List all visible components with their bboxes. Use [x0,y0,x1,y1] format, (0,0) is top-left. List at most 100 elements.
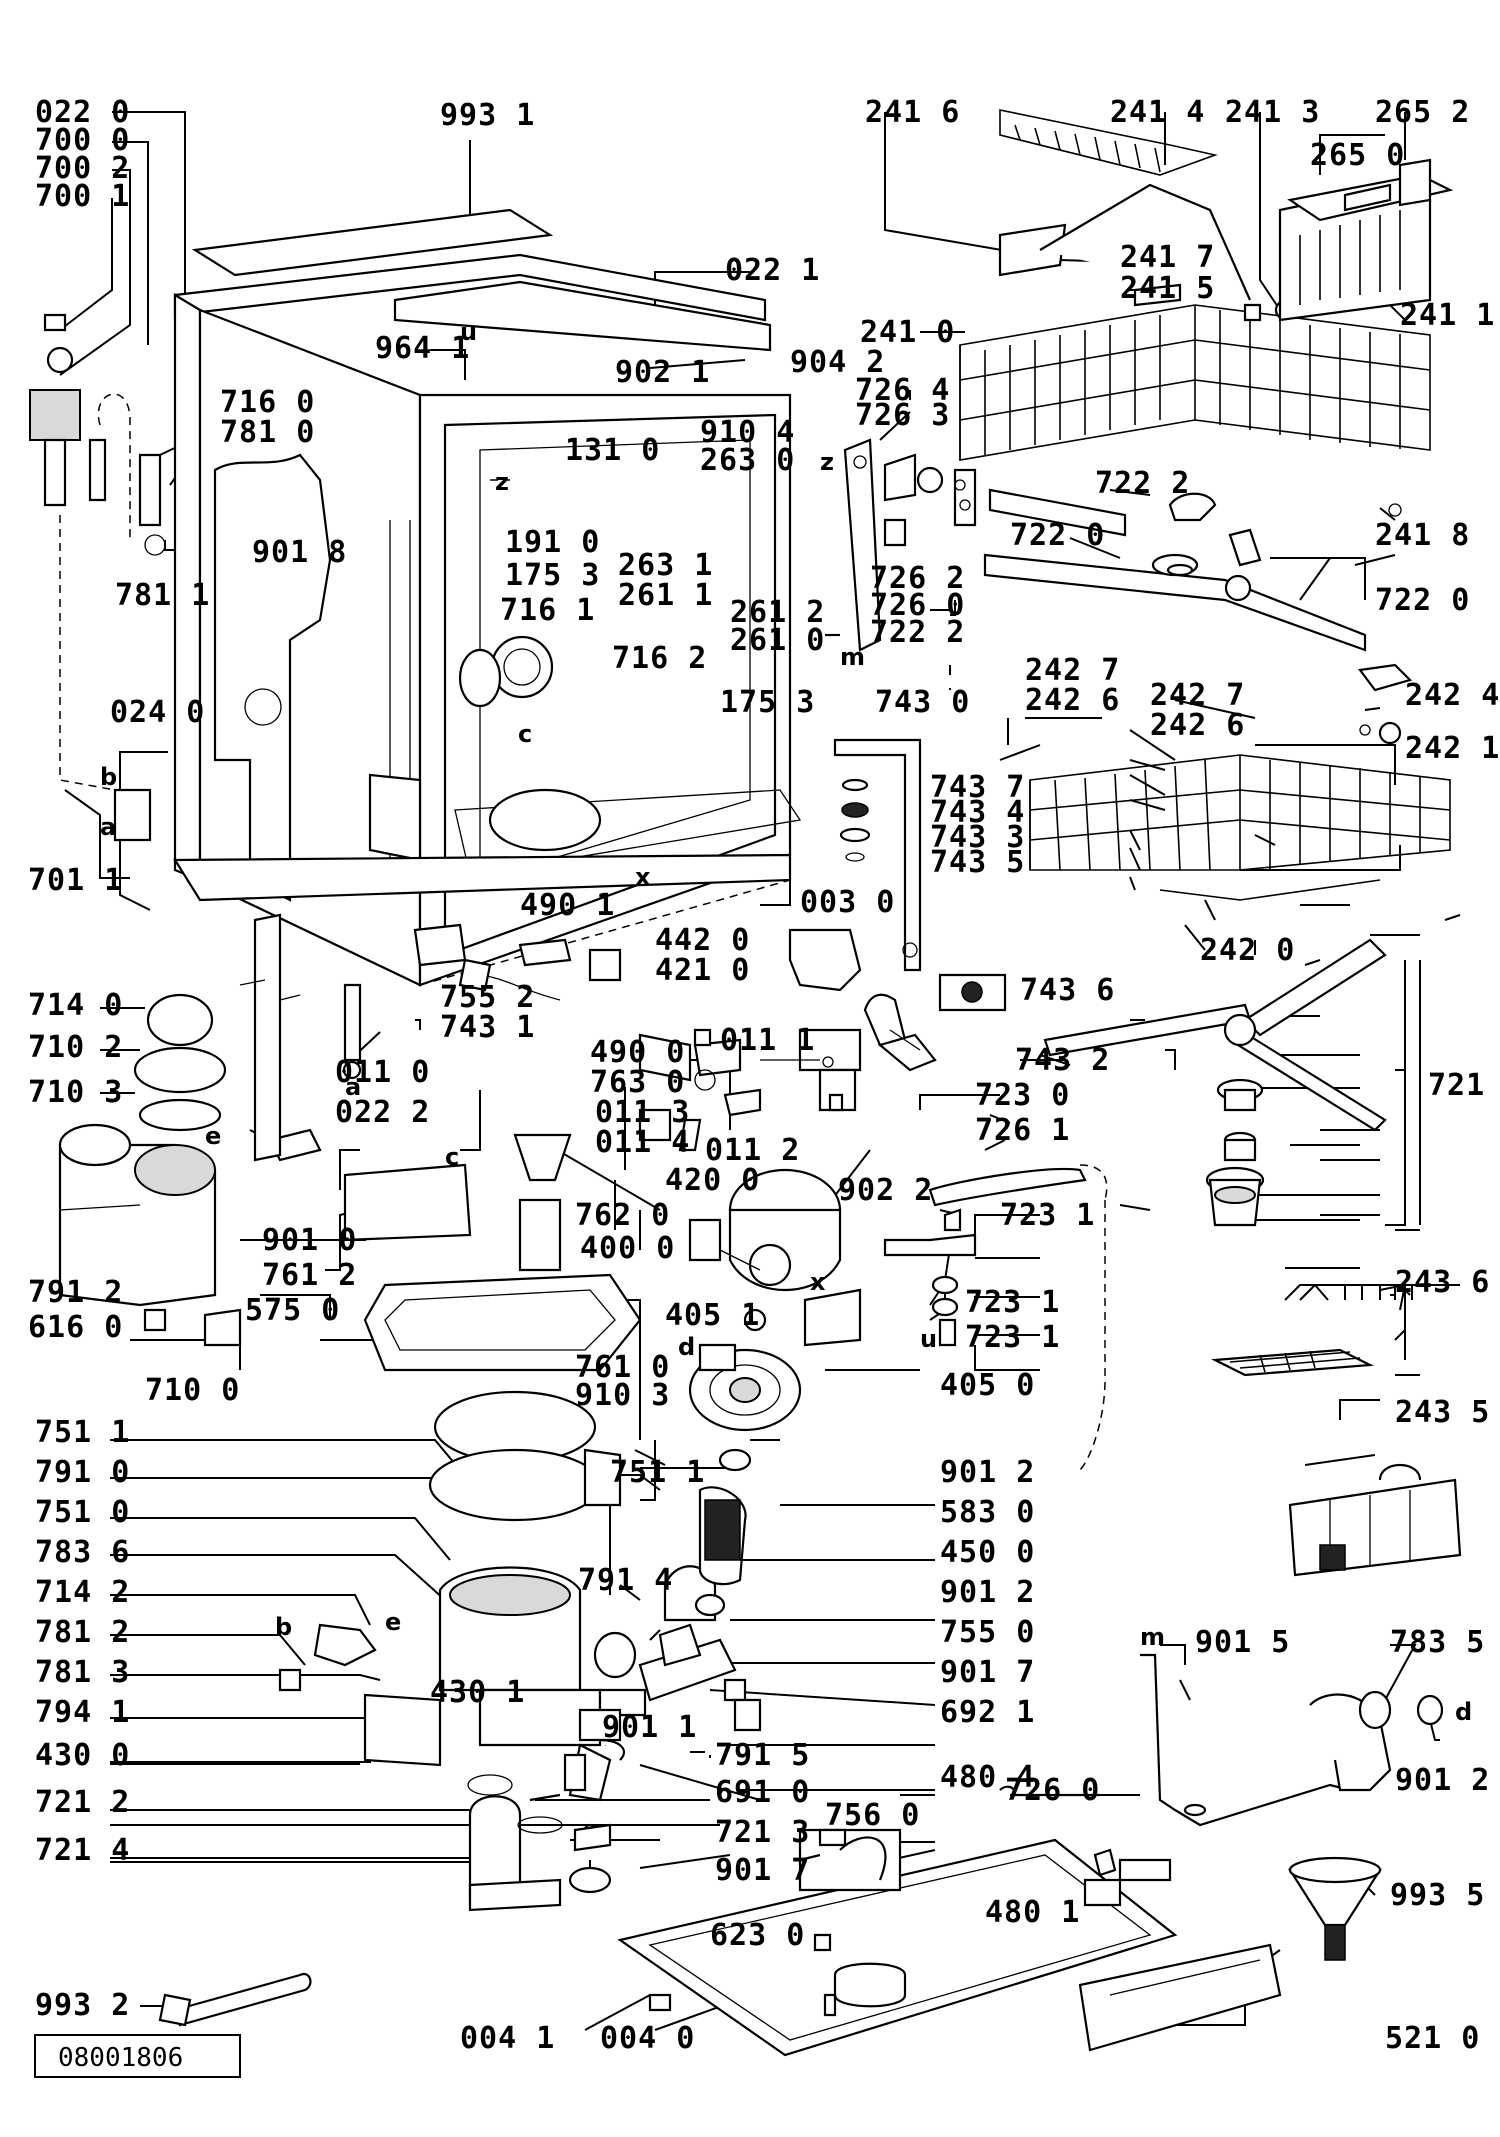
label-783-5: 783 5 [1390,1625,1485,1660]
label-430-1: 430 1 [430,1675,525,1710]
label-243-6: 243 6 [1395,1265,1490,1300]
front-panel-strip [799,1853,1282,2052]
ref-letter-x-tub: x [635,863,651,891]
lower-spray-arm [1043,938,1387,1227]
ref-letter-m-hinge: m [840,643,865,671]
document-ref-number: 08001806 [58,2043,183,2073]
label-726-1: 726 1 [975,1113,1070,1148]
label-241-4: 241 4 [1110,95,1205,130]
ref-letter-x-motor: x [810,1268,826,1296]
ref-letter-e-bottom: e [385,1608,401,1636]
label-901-1: 901 1 [602,1710,697,1745]
label-722-0-left: 722 0 [1010,518,1105,553]
label-726-4: 726 4 [855,373,950,408]
label-011-3: 011 3 [595,1095,690,1130]
label-241-5: 241 5 [1120,271,1215,306]
label-263-1: 263 1 [618,548,713,583]
label-241-6: 241 6 [865,95,960,130]
label-175-3-upper: 175 3 [505,558,600,593]
label-623-0: 623 0 [710,1918,805,1953]
label-241-3: 241 3 [1225,95,1320,130]
label-743-1: 743 1 [440,1010,535,1045]
label-430-0: 430 0 [35,1738,130,1773]
label-242-0: 242 0 [1200,933,1295,968]
label-691-0: 691 0 [715,1775,810,1810]
label-791-4: 791 4 [578,1563,673,1598]
label-263-0: 263 0 [700,443,795,478]
label-710-3: 710 3 [28,1075,123,1110]
ref-letter-e-salt: e [205,1122,221,1150]
ref-letter-d-hose: d [1455,1698,1472,1726]
salt-container-assembly [58,993,322,1347]
label-701-1: 701 1 [28,863,123,898]
label-710-2: 710 2 [28,1030,123,1065]
cutlery-holders [1210,1348,1462,1577]
label-003-0: 003 0 [800,885,895,920]
label-964-1: 964 1 [375,331,470,366]
label-722-2-upper: 722 2 [1095,466,1190,501]
label-405-0: 405 0 [940,1368,1035,1403]
label-011-0: 011 0 [335,1055,430,1090]
label-022-0: 022 0 [35,95,130,130]
label-902-2: 902 2 [838,1173,933,1208]
label-716-2: 716 2 [612,641,707,676]
label-265-2: 265 2 [1375,95,1470,130]
label-242-6-right: 242 6 [1150,708,1245,743]
door-arm-assembly [825,438,1402,652]
label-722-0-right: 722 0 [1375,583,1470,618]
label-692-1: 692 1 [940,1695,1035,1730]
label-993-2: 993 2 [35,1988,130,2023]
ref-letter-c-tub: c [518,720,532,748]
label-405-1: 405 1 [665,1298,760,1333]
ref-letter-b-top: b [100,763,117,791]
ref-letter-m-hose: m [1140,1623,1165,1651]
label-243-5: 243 5 [1395,1395,1490,1430]
cabinet-tub [173,253,802,987]
misc-side-panel [239,913,467,1162]
label-241-1: 241 1 [1400,298,1495,333]
label-616-0: 616 0 [28,1310,123,1345]
label-743-7: 743 7 [930,770,1025,805]
label-901-2-middle: 901 2 [940,1575,1035,1610]
label-721-2: 721 2 [35,1785,130,1820]
label-721-4: 721 4 [35,1833,130,1868]
label-901-2-upper: 901 2 [940,1455,1035,1490]
label-442-0: 442 0 [655,923,750,958]
label-241-0: 241 0 [860,315,955,350]
ref-letter-b-bottom: b [275,1613,292,1641]
label-726-3: 726 3 [855,398,950,433]
label-420-0: 420 0 [665,1163,760,1198]
label-751-0: 751 0 [35,1495,130,1530]
label-743-2: 743 2 [1015,1043,1110,1078]
label-521-0: 521 0 [1385,2021,1480,2056]
label-901-8: 901 8 [252,535,347,570]
label-723-1-middle: 723 1 [965,1285,1060,1320]
label-723-1-bottom: 723 1 [965,1320,1060,1355]
label-700-2: 700 2 [35,151,130,186]
label-751-1-right: 751 1 [610,1455,705,1490]
label-242-7-left: 242 7 [1025,653,1120,688]
label-004-1: 004 1 [460,2021,555,2056]
top-seal-strip [191,208,554,277]
label-722-2-lower: 722 2 [870,615,965,650]
label-700-1: 700 1 [35,179,130,214]
label-022-2: 022 2 [335,1095,430,1130]
label-743-4: 743 4 [930,795,1025,830]
spanner-tool [158,1972,312,2027]
label-902-1: 902 1 [615,355,710,390]
label-575-0: 575 0 [245,1293,340,1328]
label-131-0: 131 0 [565,433,660,468]
label-781-3: 781 3 [35,1655,130,1690]
label-993-5: 993 5 [1390,1878,1485,1913]
label-242-6-left: 242 6 [1025,683,1120,718]
label-791-2: 791 2 [28,1275,123,1310]
label-763-0: 763 0 [590,1065,685,1100]
label-762-0: 762 0 [575,1198,670,1233]
label-241-8: 241 8 [1375,518,1470,553]
label-781-1: 781 1 [115,578,210,613]
label-710-0: 710 0 [145,1373,240,1408]
upper-basket [959,109,1454,461]
label-265-0: 265 0 [1310,138,1405,173]
label-751-1-left: 751 1 [35,1415,130,1450]
label-755-2: 755 2 [440,980,535,1015]
